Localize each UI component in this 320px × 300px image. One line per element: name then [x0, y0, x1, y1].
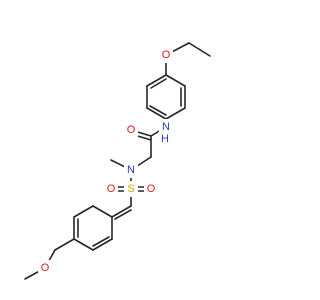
hydrogen-atom-amide: H [161, 133, 169, 145]
bond-ring2-a [111, 205, 132, 218]
bond-ring1-c [165, 107, 186, 120]
o-ethoxy-bg [159, 47, 173, 63]
n-amide-bg [159, 119, 173, 135]
sulfur-atom: S [127, 183, 134, 195]
oxygen-atom-sulfonyl-right: O [147, 183, 156, 195]
bond-ring1-a [165, 74, 186, 87]
bond-ch2-ch3 [188, 42, 211, 57]
o-sulfonyl-left-bg [104, 181, 118, 197]
oxygen-atom-ethoxy: O [162, 49, 171, 61]
o-sulfonyl-right-bg [144, 181, 158, 197]
bond-ring1-f [146, 74, 167, 87]
bond-ring1-d [146, 107, 167, 120]
molecule-diagram: O N H O N S O O O [24, 42, 211, 280]
bond-ring1-f-inner [150, 78, 167, 89]
bond-ring2-c [92, 238, 113, 251]
o-methoxy-bg [38, 260, 52, 276]
structure-svg: O N H O N S O O O [24, 42, 211, 280]
bond-ring2-o [54, 238, 75, 251]
bond-ring2-c-inner [92, 236, 110, 247]
oxygen-atom-methoxy: O [41, 262, 50, 274]
s-bg [124, 181, 138, 197]
bond-ring2-g [92, 205, 113, 218]
nitrogen-atom-amide: N [162, 121, 170, 133]
bonds-layer [24, 42, 211, 280]
bond-ring1-d-inner [149, 105, 167, 116]
n-sulfonamide-bg [124, 162, 138, 178]
atom-labels-layer: O N H O N S O O O [38, 47, 173, 276]
bond-ring2-d [73, 238, 94, 251]
h-amide-bg [158, 132, 172, 146]
bond-ring2-f [73, 205, 94, 218]
nitrogen-atom-sulfonamide: N [127, 164, 135, 176]
oxygen-atom-sulfonyl-left: O [107, 183, 116, 195]
o-carbonyl-bg [124, 122, 138, 138]
oxygen-atom-carbonyl: O [127, 124, 136, 136]
bond-ring2-a-inner [114, 209, 132, 220]
